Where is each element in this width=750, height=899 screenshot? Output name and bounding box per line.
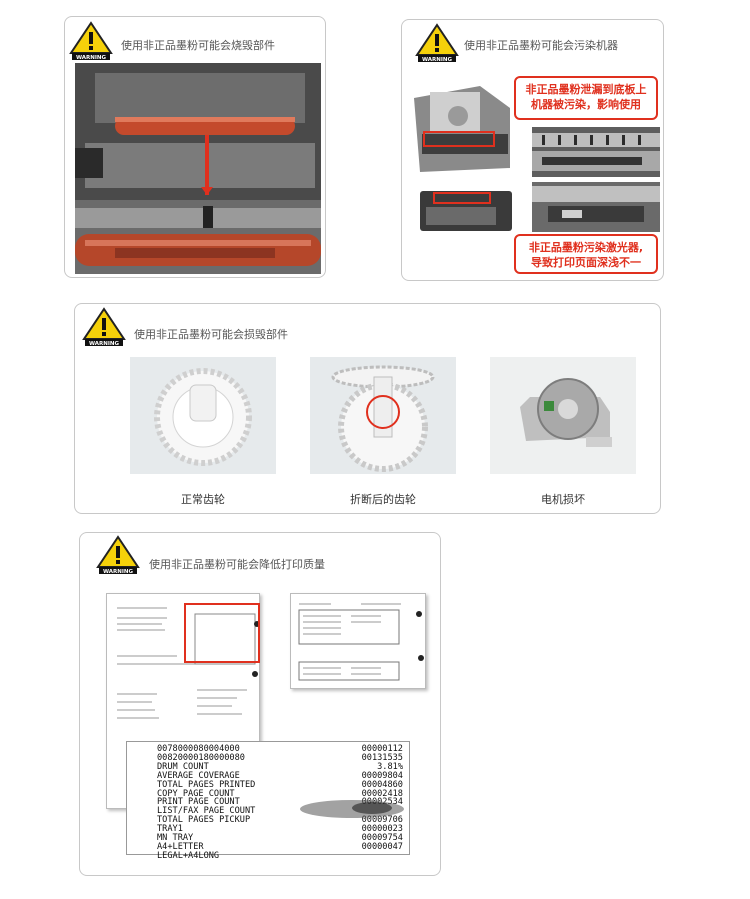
- machine-side-photo: [416, 185, 516, 235]
- warning-label: WARNING: [76, 55, 107, 61]
- warning-icon: WARNING: [415, 23, 459, 63]
- warning-icon: WARNING: [69, 21, 113, 61]
- leak-callout: 非正品墨粉泄漏到底板上 机器被污染，影响使用: [514, 76, 658, 120]
- toner-smear: [300, 800, 404, 818]
- panel-title: 使用非正品墨粉可能会烧毁部件: [121, 39, 275, 52]
- panel-burn-parts: WARNING 使用非正品墨粉可能会烧毁部件: [64, 16, 326, 278]
- panel-pollute-machine: WARNING 使用非正品墨粉可能会污染机器 非正品墨粉泄漏到底板上 机器被污染…: [401, 19, 664, 281]
- counter-row: LIST/FAX PAGE COUNT: [157, 806, 256, 817]
- damaged-motor-photo: [490, 357, 636, 474]
- printer-interior-photo: [75, 63, 321, 203]
- leak-callout-line2: 机器被污染，影响使用: [531, 98, 641, 111]
- caption-damaged-motor: 电机损坏: [541, 493, 585, 506]
- laser-callout-line2: 导致打印页面深浅不一: [531, 256, 641, 269]
- leak-closeup-photo: [532, 127, 660, 177]
- warning-label: WARNING: [103, 569, 134, 575]
- machine-open-photo: [410, 78, 514, 178]
- caption-broken-gear: 折断后的齿轮: [350, 493, 416, 506]
- highlight-box: [184, 603, 260, 663]
- laser-callout: 非正品墨粉污染激光器, 导致打印页面深浅不一: [514, 234, 658, 274]
- normal-gear-photo: [130, 357, 276, 474]
- panel-title: 使用非正品墨粉可能会污染机器: [464, 39, 618, 52]
- panel-title: 使用非正品墨粉可能会损毁部件: [134, 328, 288, 341]
- laser-closeup-photo: [532, 182, 660, 232]
- warning-icon: WARNING: [96, 535, 140, 575]
- burnt-roller-photo: [75, 200, 321, 274]
- warning-label: WARNING: [422, 57, 453, 63]
- counter-row: LEGAL+A4LONG: [157, 850, 220, 861]
- warning-icon: WARNING: [82, 307, 126, 347]
- warning-label: WARNING: [89, 341, 120, 347]
- panel-damage-parts: WARNING 使用非正品墨粉可能会损毁部件 正常齿轮 折断后的齿轮: [74, 303, 661, 514]
- settings-page-scan: [290, 593, 426, 689]
- laser-callout-line1: 非正品墨粉污染激光器,: [528, 241, 644, 254]
- caption-normal-gear: 正常齿轮: [181, 493, 225, 506]
- broken-gear-photo: [310, 357, 456, 474]
- leak-callout-line1: 非正品墨粉泄漏到底板上: [525, 83, 647, 96]
- panel-title: 使用非正品墨粉可能会降低打印质量: [149, 558, 325, 571]
